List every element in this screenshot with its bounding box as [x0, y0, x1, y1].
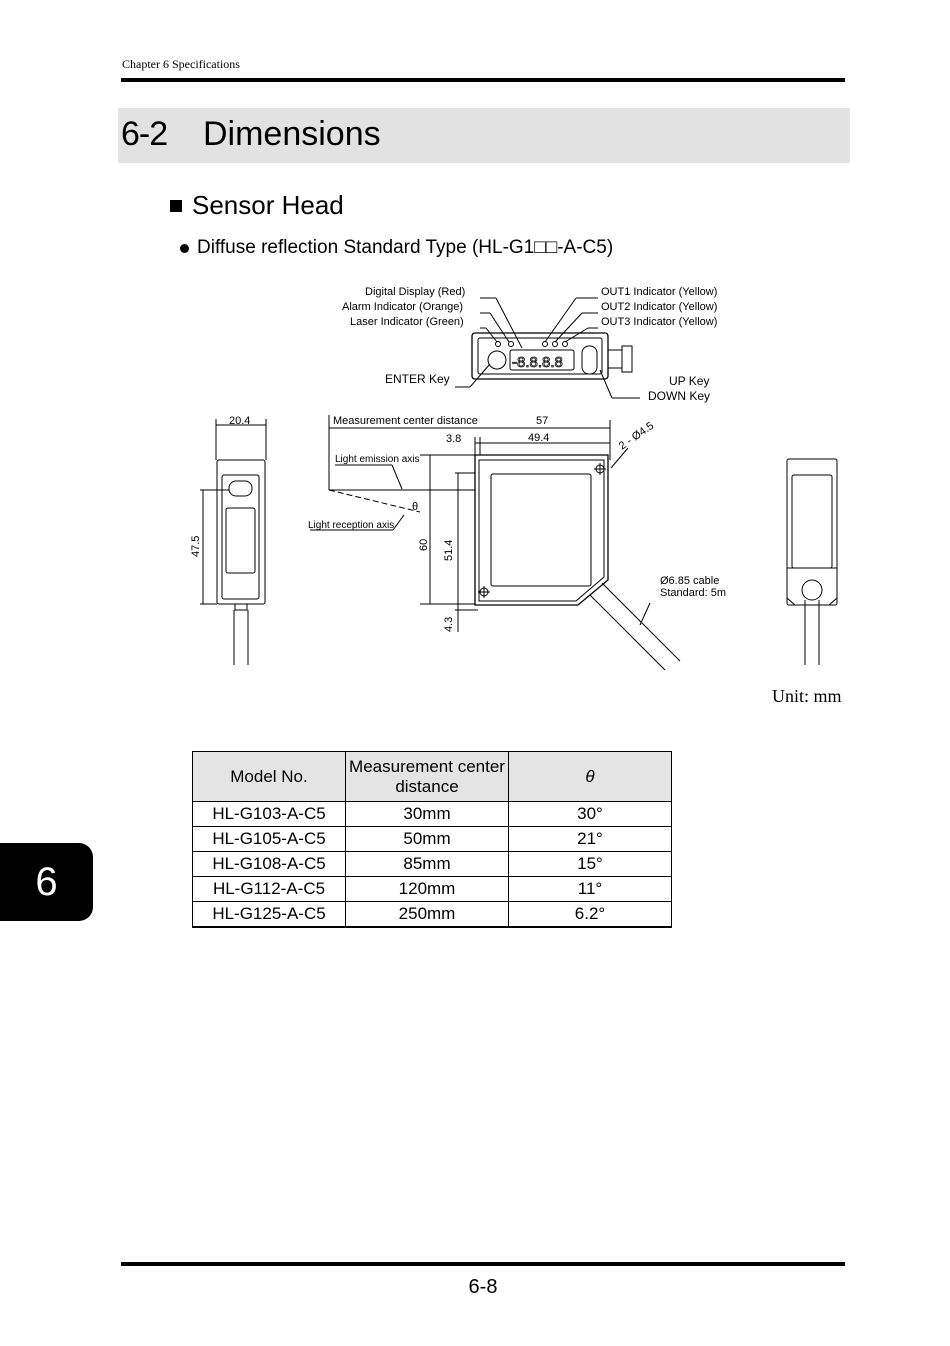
subsection-heading: Sensor Head	[170, 190, 344, 221]
sensor-top-view: -8.8.8.8	[455, 297, 640, 399]
cable-diameter-label: Ø6.85 cable	[660, 575, 719, 587]
measurement-center-distance-label: Measurement center distance	[333, 415, 478, 427]
section-title: Dimensions	[203, 115, 381, 153]
hole-callout: 2 - Ø4.5	[617, 420, 656, 453]
table-row: HL-G103-A-C5 30mm 30°	[192, 801, 672, 827]
table-row: HL-G105-A-C5 50mm 21°	[192, 826, 672, 852]
cell-model: HL-G105-A-C5	[192, 826, 346, 852]
unit-label: Unit: mm	[772, 686, 842, 706]
chapter-tab: 6	[0, 843, 93, 921]
dim-49-4: 49.4	[528, 432, 549, 444]
svg-text:-8.8.8.8: -8.8.8.8	[512, 354, 563, 371]
cell-theta: 15°	[508, 851, 672, 877]
subsection-title: Sensor Head	[192, 190, 344, 220]
cell-model: HL-G125-A-C5	[192, 901, 346, 928]
cell-theta: 21°	[508, 826, 672, 852]
dim-3-8: 3.8	[446, 433, 461, 445]
laser-indicator-label: Laser Indicator (Green)	[350, 316, 464, 328]
model-spec-table: Model No. Measurement center distance θ …	[192, 751, 672, 928]
cell-theta: 6.2°	[508, 901, 672, 928]
header-rule	[121, 78, 845, 82]
cell-distance: 30mm	[345, 801, 509, 827]
cell-distance: 85mm	[345, 851, 509, 877]
square-bullet-icon	[170, 199, 182, 212]
dim-51-4: 51.4	[443, 540, 455, 561]
sensor-front-view	[310, 415, 681, 671]
table-header-row: Model No. Measurement center distance θ	[192, 751, 672, 802]
theta-label: θ	[412, 501, 418, 513]
cell-theta: 30°	[508, 801, 672, 827]
footer-rule	[121, 1262, 845, 1266]
section-number: 6-2	[121, 115, 168, 153]
type-heading-text: Diffuse reflection Standard Type (HL-G1□…	[197, 237, 614, 258]
sensor-left-view	[200, 419, 267, 665]
table-row: HL-G125-A-C5 250mm 6.2°	[192, 901, 672, 928]
section-heading-bar: 6-2 Dimensions	[118, 108, 850, 163]
dim-60: 60	[418, 539, 430, 551]
header-theta: θ	[508, 751, 672, 802]
digital-display-label: Digital Display (Red)	[365, 286, 465, 298]
dim-47-5: 47.5	[190, 536, 202, 557]
cell-model: HL-G108-A-C5	[192, 851, 346, 877]
out3-indicator-label: OUT3 Indicator (Yellow)	[601, 316, 717, 328]
cell-distance: 120mm	[345, 876, 509, 902]
up-key-label: UP Key	[669, 374, 709, 388]
cell-model: HL-G103-A-C5	[192, 801, 346, 827]
cell-distance: 50mm	[345, 826, 509, 852]
header-measurement-center-distance: Measurement center distance	[345, 751, 509, 802]
page-number: 6-8	[468, 1276, 498, 1298]
light-emission-axis-label: Light emission axis	[335, 454, 419, 465]
dim-4-3: 4.3	[443, 617, 455, 632]
dim-57: 57	[536, 415, 548, 427]
header-model-no: Model No.	[192, 751, 346, 802]
down-key-label: DOWN Key	[648, 389, 710, 403]
cell-model: HL-G112-A-C5	[192, 876, 346, 902]
cell-distance: 250mm	[345, 901, 509, 928]
table-row: HL-G108-A-C5 85mm 15°	[192, 851, 672, 877]
chapter-header: Chapter 6 Specifications	[122, 57, 240, 71]
dot-bullet-icon	[180, 243, 189, 253]
cable-length-label: Standard: 5m	[660, 587, 726, 599]
table-row: HL-G112-A-C5 120mm 11°	[192, 876, 672, 902]
light-reception-axis-label: Light reception axis	[308, 520, 394, 531]
dim-20-4: 20.4	[229, 415, 250, 427]
cell-theta: 11°	[508, 876, 672, 902]
alarm-indicator-label: Alarm Indicator (Orange)	[342, 301, 463, 313]
out2-indicator-label: OUT2 Indicator (Yellow)	[601, 301, 717, 313]
type-heading: Diffuse reflection Standard Type (HL-G1□…	[180, 237, 613, 259]
out1-indicator-label: OUT1 Indicator (Yellow)	[601, 286, 717, 298]
enter-key-label: ENTER Key	[385, 372, 450, 386]
sensor-right-view	[786, 458, 838, 665]
